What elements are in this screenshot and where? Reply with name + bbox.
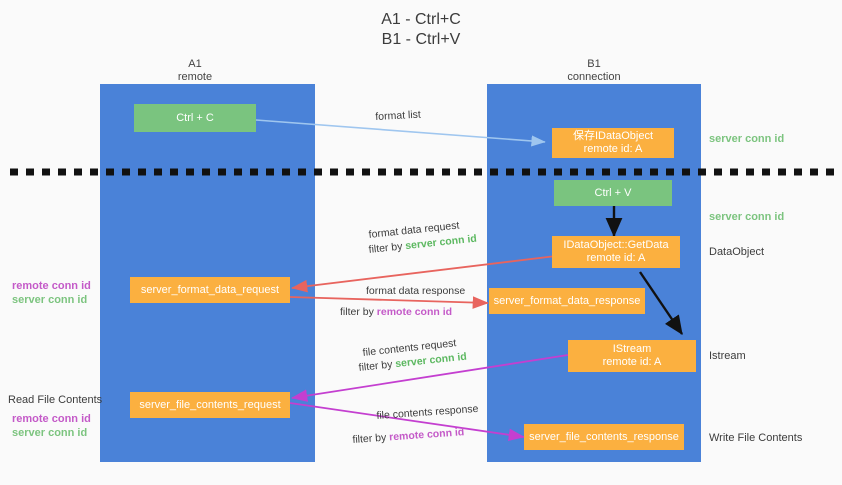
note-istream: Istream <box>709 350 746 362</box>
arrow-label-format-list: format list <box>375 108 422 123</box>
box-server-format-data-response[interactable]: server_format_data_response <box>489 288 645 314</box>
filter-prefix-1: filter by <box>368 240 406 256</box>
note-server-conn-id-top: server conn id <box>709 133 785 145</box>
box-idataobject-getdata[interactable]: IDataObject::GetData remote id: A <box>552 236 680 268</box>
column-a1-sub: remote <box>177 71 213 83</box>
note-server-conn-id-second: server conn id <box>709 211 785 223</box>
arrow-label-format-data-response: format data response <box>366 285 466 297</box>
box-istream-line1: IStream <box>612 343 652 355</box>
box-idataobject-getdata-line2: remote id: A <box>586 252 646 264</box>
note-remote-conn-id-upper: remote conn id <box>12 280 91 292</box>
box-server-file-contents-response-label: server_file_contents_response <box>529 430 679 443</box>
box-save-idataobject[interactable]: 保存IDataObject remote id: A <box>552 128 674 158</box>
arrow-label-format-data-response-filter: filter by remote conn id <box>340 305 452 319</box>
box-ctrl-v[interactable]: Ctrl + V <box>554 180 672 206</box>
box-server-format-data-request[interactable]: server_format_data_request <box>130 277 290 303</box>
note-server-conn-id-upper: server conn id <box>12 294 88 306</box>
column-b1-name: B1 <box>587 58 601 70</box>
box-server-file-contents-request[interactable]: server_file_contents_request <box>130 392 290 418</box>
filter-prefix-4: filter by <box>352 431 390 446</box>
filter-value-remote-conn-id-1: remote conn id <box>376 306 453 318</box>
box-ctrl-v-label: Ctrl + V <box>594 186 632 199</box>
box-server-format-data-response-label: server_format_data_response <box>493 294 641 307</box>
note-server-conn-id-lower: server conn id <box>12 427 88 439</box>
box-server-format-data-request-label: server_format_data_request <box>140 283 280 296</box>
note-read-file-contents: Read File Contents <box>8 394 103 406</box>
column-header-a1: A1 remote <box>145 58 245 84</box>
filter-value-remote-conn-id-2: remote conn id <box>388 426 465 444</box>
box-idataobject-getdata-line1: IDataObject::GetData <box>563 239 669 251</box>
filter-prefix-3: filter by <box>358 358 396 374</box>
box-istream-line2: remote id: A <box>602 356 662 368</box>
note-write-file-contents: Write File Contents <box>709 432 803 444</box>
box-save-idataobject-line1: 保存IDataObject <box>572 130 654 142</box>
box-server-file-contents-request-label: server_file_contents_request <box>139 398 281 411</box>
arrow-label-file-contents-response: file contents response <box>376 402 479 422</box>
box-istream[interactable]: IStream remote id: A <box>568 340 696 372</box>
box-ctrl-c-label: Ctrl + C <box>176 111 214 124</box>
column-header-b1: B1 connection <box>544 58 644 84</box>
arrow-label-file-contents-response-filter: filter by remote conn id <box>352 425 465 447</box>
box-server-file-contents-response[interactable]: server_file_contents_response <box>524 424 684 450</box>
column-b1-sub: connection <box>567 71 621 83</box>
page-title: A1 - Ctrl+C B1 - Ctrl+V <box>0 10 842 50</box>
note-remote-conn-id-lower: remote conn id <box>12 413 91 425</box>
box-ctrl-c[interactable]: Ctrl + C <box>134 104 256 132</box>
title-line-2: B1 - Ctrl+V <box>381 31 461 48</box>
title-line-1: A1 - Ctrl+C <box>381 11 461 28</box>
note-dataobject: DataObject <box>709 246 765 258</box>
filter-prefix-2: filter by <box>340 306 377 318</box>
box-save-idataobject-line2: remote id: A <box>583 143 643 155</box>
column-a1-name: A1 <box>188 58 202 70</box>
